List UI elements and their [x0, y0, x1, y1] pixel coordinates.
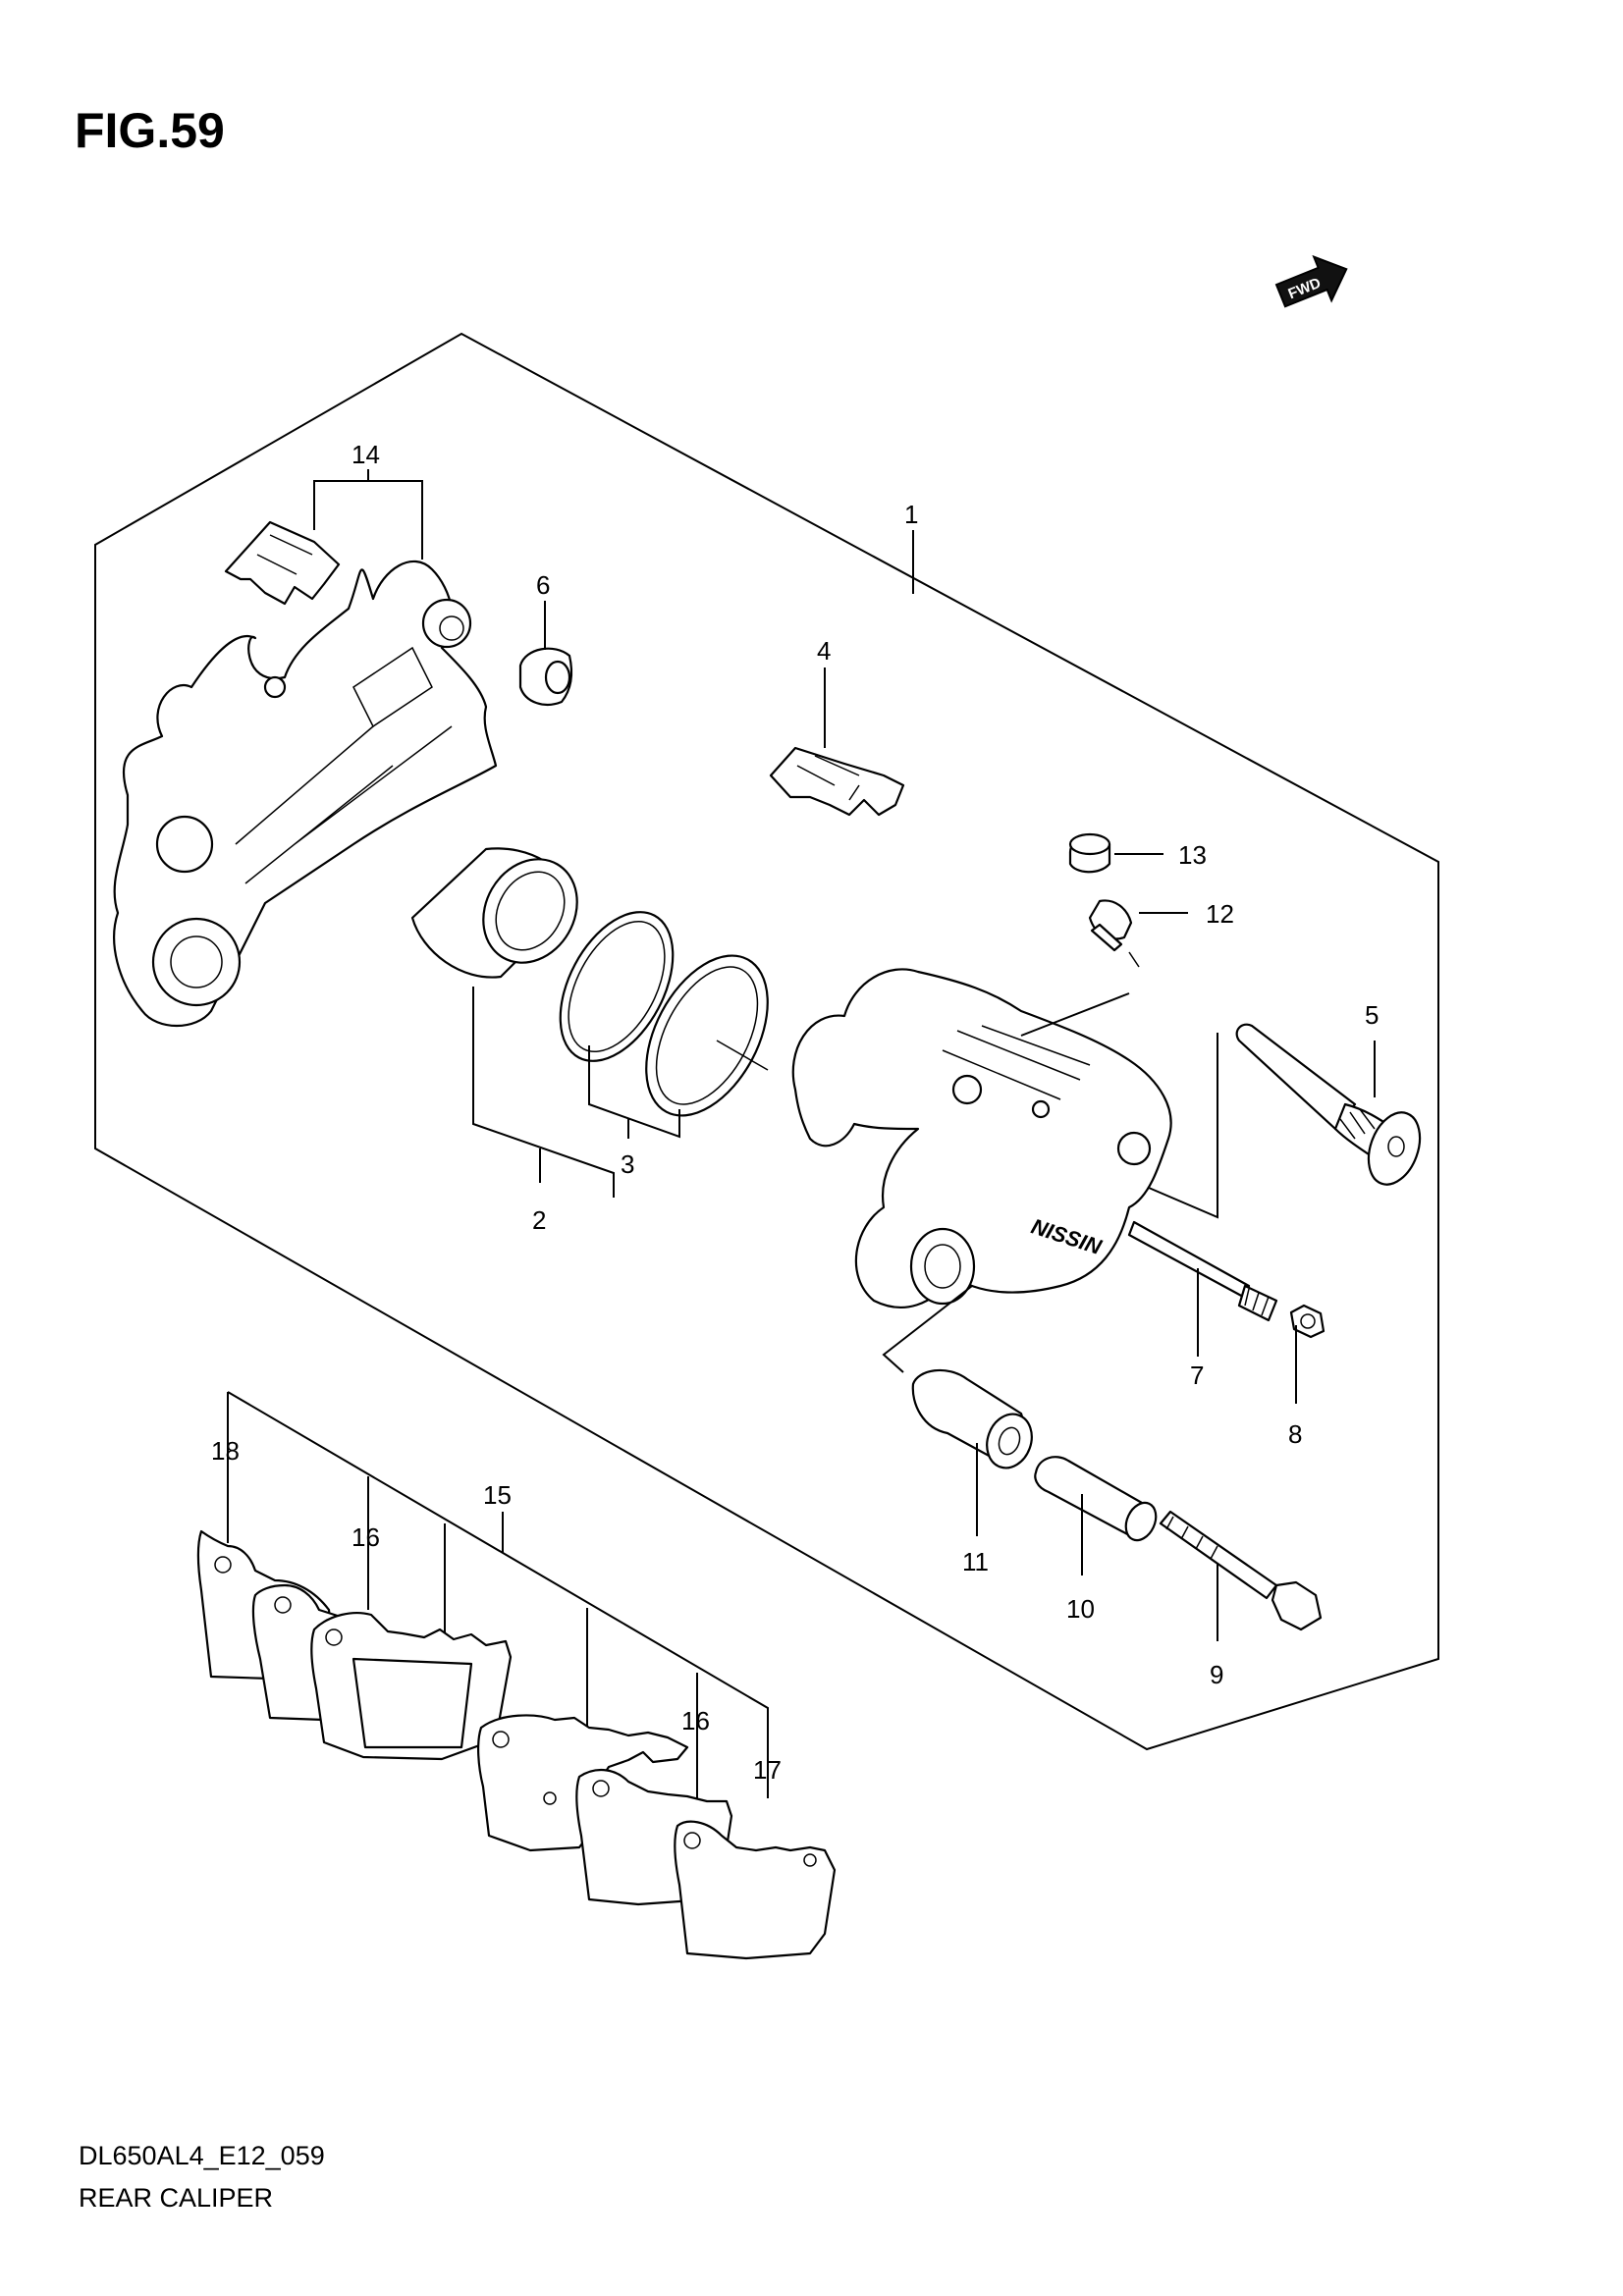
- callout-8: 8: [1288, 1419, 1302, 1449]
- callout-13: 13: [1178, 840, 1207, 870]
- callout-17: 17: [753, 1755, 782, 1785]
- bleeder-valve: [1088, 899, 1140, 968]
- figure-caption: REAR CALIPER: [79, 2183, 273, 2213]
- forward-arrow-icon: FWD: [1274, 254, 1348, 308]
- callout-16-rear: 16: [681, 1706, 710, 1735]
- callout-14: 14: [352, 440, 380, 469]
- pin-boot: [911, 1368, 1033, 1469]
- callout-2: 2: [532, 1205, 546, 1235]
- caliper-bolt: [1127, 1220, 1278, 1322]
- brake-pad-shim-17: [674, 1820, 837, 1960]
- caliper-pin: [1235, 1023, 1422, 1186]
- callout-15: 15: [483, 1480, 512, 1510]
- piston: [410, 847, 578, 979]
- callout-6: 6: [536, 570, 550, 600]
- callout-12: 12: [1206, 899, 1234, 929]
- callout-4: 4: [817, 636, 831, 666]
- boot: [518, 647, 573, 706]
- pin-sleeve: [1034, 1456, 1158, 1542]
- caliper-body: NISSIN: [791, 968, 1172, 1308]
- assembly-outline: [94, 332, 1439, 1751]
- model-code: DL650AL4_E12_059: [79, 2141, 325, 2170]
- callout-1: 1: [904, 500, 918, 529]
- callout-7: 7: [1190, 1361, 1204, 1390]
- callout-3: 3: [621, 1149, 634, 1179]
- callout-10: 10: [1066, 1594, 1095, 1624]
- callout-labels: 1 2 3 4 5 6 7 8 9 10 11 12 13 14 15 16 1…: [211, 440, 1379, 1785]
- callout-11: 11: [962, 1547, 989, 1576]
- piston-seals: [559, 911, 769, 1117]
- figure-title: FIG.59: [75, 103, 225, 158]
- leader-lines: [227, 469, 1376, 1641]
- callout-9: 9: [1210, 1660, 1223, 1689]
- caliper-bracket: [113, 560, 498, 1028]
- mounting-bolt: [1159, 1510, 1323, 1631]
- brake-pad-15-front: [310, 1612, 513, 1761]
- hex-nut: [1289, 1304, 1325, 1339]
- callout-5: 5: [1365, 1000, 1379, 1030]
- callout-16-front: 16: [352, 1522, 380, 1552]
- pad-spring: [769, 746, 905, 817]
- bleeder-cap: [1068, 832, 1111, 874]
- bracket-spring-clip: [224, 520, 341, 606]
- callout-18: 18: [211, 1436, 240, 1466]
